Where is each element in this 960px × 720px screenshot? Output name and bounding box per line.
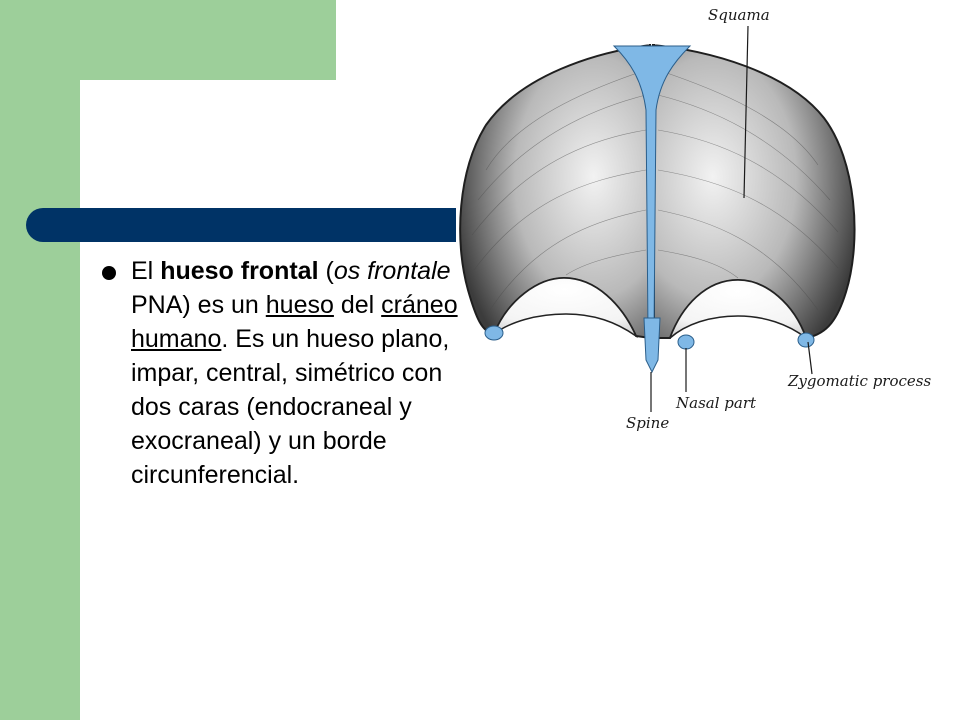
green-top-band <box>0 0 336 80</box>
frontal-bone-illustration: Squama Zygomatic process Nasal part Spin… <box>459 6 931 432</box>
bullet-dot <box>102 266 116 280</box>
text-run: . Es un hueso plano, impar, central, sim… <box>131 325 450 489</box>
link-craneo-humano[interactable]: cráneo humano <box>131 291 458 353</box>
link-hueso[interactable]: hueso <box>265 291 334 319</box>
orbit-cavities <box>492 277 808 341</box>
bullet-paragraph: El hueso frontal (os frontale PNA) es un… <box>131 254 481 492</box>
leader-lines <box>650 25 813 412</box>
label-squama: Squama <box>708 6 770 24</box>
label-spine: Spine <box>626 414 669 432</box>
text-run: PNA) es un <box>131 291 266 319</box>
label-nasal-part: Nasal part <box>675 394 757 412</box>
title-bar <box>26 208 456 242</box>
bold-term: hueso frontal <box>160 257 319 285</box>
bone-texture <box>471 69 839 311</box>
metopic-suture <box>484 45 815 374</box>
text-run: del <box>333 291 382 319</box>
text-run: El <box>131 257 161 285</box>
green-left-band <box>0 0 80 720</box>
label-zygomatic-process: Zygomatic process <box>787 372 931 390</box>
bone-outline <box>459 44 856 340</box>
latin-term: os frontale <box>333 257 451 285</box>
text-run: ( <box>318 257 334 285</box>
